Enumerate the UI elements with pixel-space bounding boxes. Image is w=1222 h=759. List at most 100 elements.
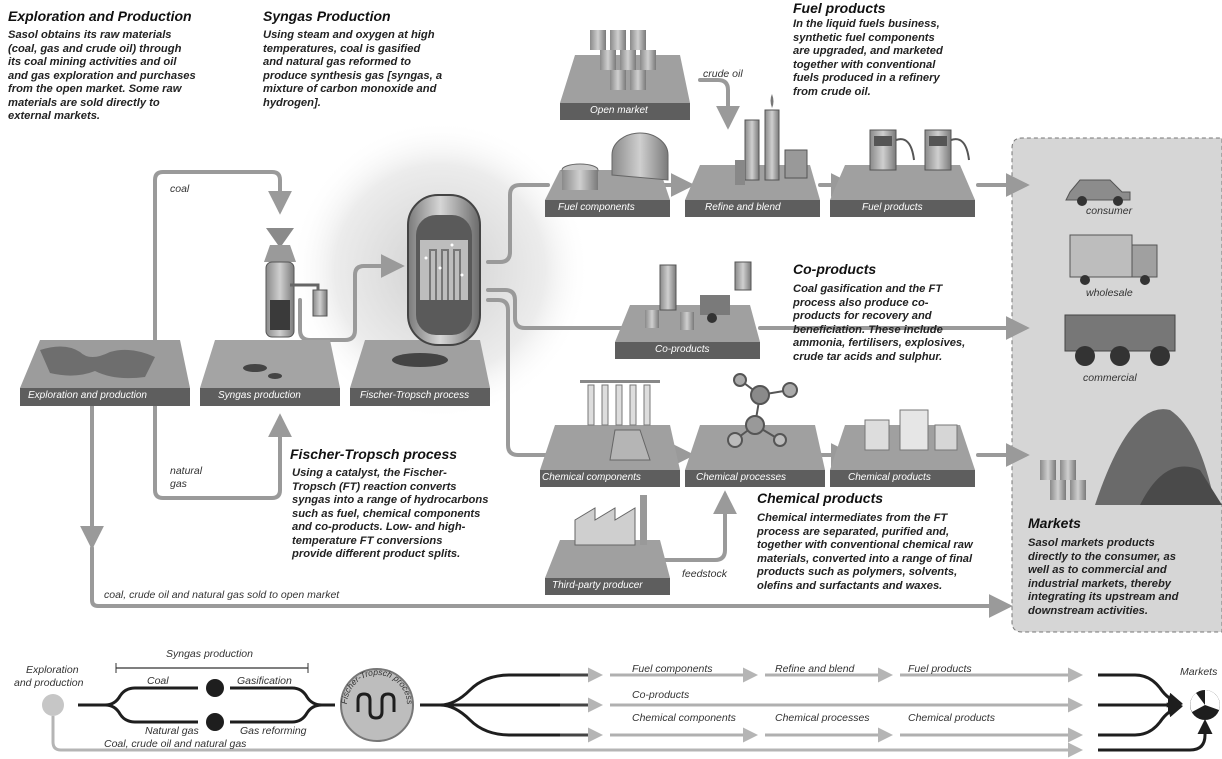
text-line: integrating its upstream and xyxy=(1028,591,1179,603)
text-line: products such as polymers, solvents, xyxy=(757,566,958,578)
text-line: Using a catalyst, the Fischer- xyxy=(292,467,447,479)
coproducts-description: Coal gasification and the FT process als… xyxy=(793,283,1003,364)
platform-label-fuel-components: Fuel components xyxy=(558,202,635,213)
dump-truck-icon xyxy=(1064,314,1176,366)
text-line: from crude oil. xyxy=(793,85,871,98)
fc-fuel-products: Fuel products xyxy=(908,663,972,675)
exploration-title: Exploration and Production xyxy=(8,8,192,24)
coal-pile-icon xyxy=(1040,409,1222,505)
text-line: temperature FT conversions xyxy=(292,534,443,547)
ft-reactor-illustration xyxy=(407,194,481,346)
text-line: its coal mining activities and oil xyxy=(8,56,177,68)
text-line: and natural gas reformed to xyxy=(263,56,411,68)
text-line: beneficiation. These include xyxy=(793,323,943,336)
markets-panel xyxy=(1011,137,1222,633)
fc-syngas-production: Syngas production xyxy=(166,648,253,660)
chemical-title: Chemical products xyxy=(757,490,884,506)
fc-markets: Markets xyxy=(1180,666,1218,678)
consumer-label: consumer xyxy=(1086,205,1133,217)
text-line: syngas into a range of hydrocarbons xyxy=(292,494,489,506)
text-line: Coal gasification and the FT xyxy=(793,283,943,295)
text-line: Chemical intermediates from the FT xyxy=(757,512,948,524)
pipes xyxy=(80,78,1030,618)
text-line: provide different product splits. xyxy=(292,548,461,560)
exploration-node xyxy=(42,694,64,716)
fc-gasification: Gasification xyxy=(237,675,292,687)
text-line: such as fuel, chemical components xyxy=(292,507,481,520)
markets-icon xyxy=(1190,690,1220,720)
chemical-products-illustration xyxy=(864,409,958,451)
gasifier-illustration xyxy=(264,228,328,338)
text-line: produce synthesis gas [syngas, a xyxy=(263,69,443,82)
fuel-pumps-illustration xyxy=(869,129,970,171)
commercial-label: commercial xyxy=(1083,372,1137,384)
platform-label-ft: Fischer-Tropsch process xyxy=(360,390,470,401)
text-line: downstream activities. xyxy=(1028,604,1148,617)
platform-label-refine: Refine and blend xyxy=(705,202,781,213)
platform-label-third-party: Third-party producer xyxy=(552,580,643,591)
car-icon xyxy=(1065,179,1131,206)
platform-label-chem-components: Chemical components xyxy=(542,472,641,483)
fc-co-products: Co-products xyxy=(632,689,690,701)
feedstock-label: feedstock xyxy=(682,568,727,580)
text-line: together with conventional xyxy=(793,58,936,71)
fc-coal: Coal xyxy=(147,675,169,687)
factory-illustration xyxy=(574,495,647,546)
text-line: are upgraded, and marketed xyxy=(793,45,943,57)
coal-label: coal xyxy=(170,183,190,195)
fuel-title: Fuel products xyxy=(793,0,886,16)
oil-drums-illustration xyxy=(590,30,656,90)
platform-label-coproducts: Co-products xyxy=(655,344,710,355)
text-line: process are separated, purified and, xyxy=(757,525,950,538)
refinery-illustration xyxy=(735,94,808,185)
syngas-description: Using steam and oxygen at high temperatu… xyxy=(263,29,493,110)
platform-label-chem-products: Chemical products xyxy=(848,472,931,483)
text-line: products for recovery and xyxy=(793,310,932,322)
natural-gas-label-1: natural xyxy=(170,465,203,477)
text-line: external markets. xyxy=(8,110,101,122)
storage-tanks-illustration xyxy=(561,132,669,190)
text-line: (coal, gas and crude oil) through xyxy=(8,42,182,55)
fc-natural-gas: Natural gas xyxy=(145,725,199,737)
coproducts-title: Co-products xyxy=(793,261,877,277)
text-line: ammonia, fertilisers, explosives, xyxy=(793,337,966,349)
text-line: olefins and surfactants and waxes. xyxy=(757,579,943,592)
coproducts-illustration xyxy=(645,261,752,330)
text-line: together with conventional chemical raw xyxy=(757,539,973,551)
exploration-description: Sasol obtains its raw materials (coal, g… xyxy=(8,29,238,124)
text-line: industrial markets, thereby xyxy=(1028,577,1172,590)
chemical-description: Chemical intermediates from the FT proce… xyxy=(757,512,1007,593)
text-line: In the liquid fuels business, xyxy=(793,18,940,30)
text-line: and co-products. Low- and high- xyxy=(292,521,466,533)
text-line: materials, converted into a range of fin… xyxy=(757,552,973,565)
fc-chem-processes: Chemical processes xyxy=(775,712,870,724)
markets-description: Sasol markets products directly to the c… xyxy=(1028,537,1220,618)
text-line: fuels produced in a refinery xyxy=(793,72,940,84)
platform-label-fuel-products: Fuel products xyxy=(862,202,923,213)
text-line: materials are sold directly to xyxy=(8,96,160,109)
text-line: from the open market. Some raw xyxy=(8,83,182,95)
fc-refine-blend: Refine and blend xyxy=(775,663,855,675)
ft-description: Using a catalyst, the Fischer- Tropsch (… xyxy=(292,467,532,562)
ft-title: Fischer-Tropsch process xyxy=(290,446,458,462)
fuel-description: In the liquid fuels business, synthetic … xyxy=(793,18,1003,99)
markets-title: Markets xyxy=(1028,515,1081,531)
fc-chem-products: Chemical products xyxy=(908,712,995,724)
truck-icon xyxy=(1069,234,1158,285)
platform-label-chem-processes: Chemical processes xyxy=(696,472,787,483)
platform-label-syngas: Syngas production xyxy=(218,390,301,401)
laboratory-illustration xyxy=(580,380,660,461)
text-line: mixture of carbon monoxide and xyxy=(263,83,437,95)
open-market-sale-label: coal, crude oil and natural gas sold to … xyxy=(104,589,340,601)
syngas-title: Syngas Production xyxy=(263,8,391,24)
fc-exploration-1: Exploration xyxy=(26,664,79,676)
text-line: and gas exploration and purchases xyxy=(8,69,196,82)
fc-raw-sold: Coal, crude oil and natural gas xyxy=(104,738,247,750)
molecule-illustration xyxy=(727,373,798,448)
platform-label-exploration: Exploration and production xyxy=(28,390,147,401)
text-line: Using steam and oxygen at high xyxy=(263,29,435,41)
text-line: Sasol obtains its raw materials xyxy=(8,29,172,41)
text-line: temperatures, coal is gasified xyxy=(263,42,421,55)
text-line: well as to commercial and xyxy=(1028,564,1167,576)
